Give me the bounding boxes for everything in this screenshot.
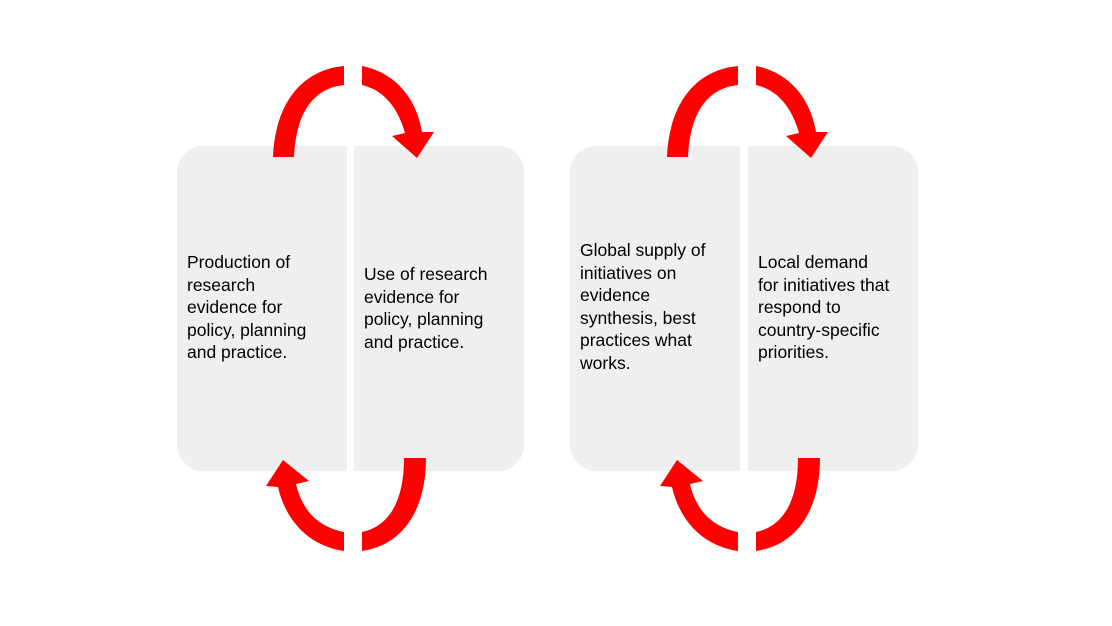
curved-arrow-icon: [362, 458, 426, 551]
curved-arrow-icon: [667, 66, 738, 157]
curved-arrow-icon: [660, 460, 738, 551]
curved-arrow-icon: [756, 66, 828, 158]
curved-arrow-icon: [266, 460, 344, 551]
right-cycle-box-global-supply: Global supply of initiatives on evidence…: [570, 146, 740, 471]
box-text: Use of research evidence for policy, pla…: [364, 264, 488, 352]
curved-arrow-icon: [273, 66, 344, 157]
curved-arrow-icon: [756, 458, 820, 551]
box-text: Global supply of initiatives on evidence…: [580, 240, 706, 373]
box-text: Production of research evidence for poli…: [187, 252, 307, 362]
left-cycle-box-use: Use of research evidence for policy, pla…: [354, 146, 524, 471]
box-text: Local demand for initiatives that respon…: [758, 252, 890, 362]
left-cycle-box-production: Production of research evidence for poli…: [177, 146, 347, 471]
curved-arrow-icon: [362, 66, 434, 158]
right-cycle-box-local-demand: Local demand for initiatives that respon…: [748, 146, 918, 471]
